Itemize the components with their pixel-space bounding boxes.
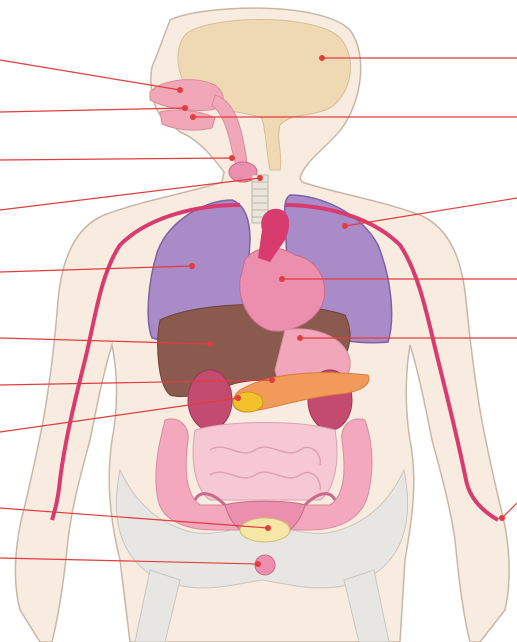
gallbladder xyxy=(233,392,263,412)
small-intestine xyxy=(193,423,337,501)
bladder xyxy=(240,518,290,542)
